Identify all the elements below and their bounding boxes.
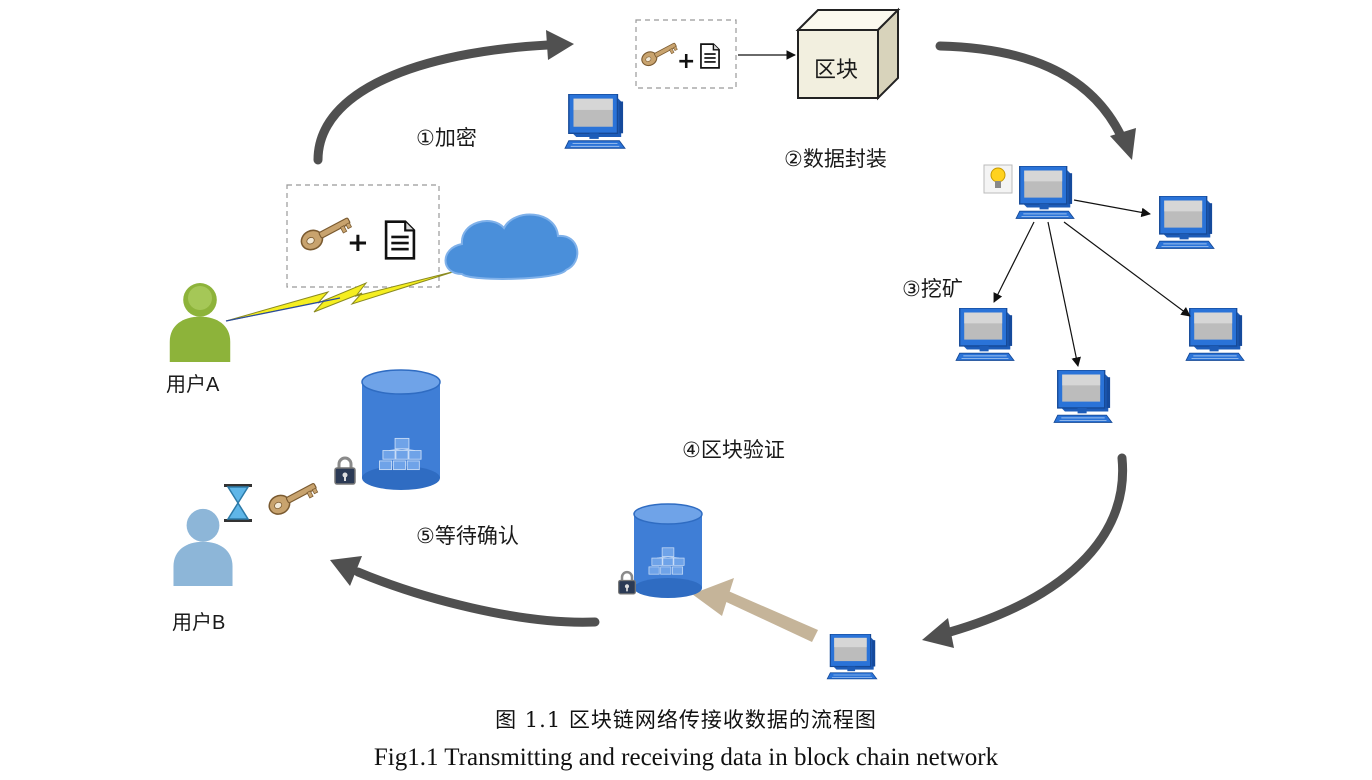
arrow-head-2 (1110, 128, 1136, 160)
database-icon-confirm (361, 369, 441, 490)
computer-icon (1155, 196, 1215, 250)
user-b-icon (173, 508, 233, 586)
caption-english: Fig1.1 Transmitting and receiving data i… (373, 744, 999, 771)
step-mining-label: ③挖矿 (902, 277, 963, 301)
document-icon (384, 220, 416, 260)
step-package-label: ②数据封装 (784, 147, 887, 171)
arrow-verify-flow (945, 453, 1128, 637)
computer-icon (826, 634, 878, 680)
key-icon (297, 211, 355, 255)
caption-chinese: 图 1.1 区块链网络传接收数据的流程图 (495, 708, 877, 732)
lightning-link (225, 270, 457, 322)
block-label: 区块 (814, 58, 859, 83)
encrypted-package-left: + (286, 184, 440, 288)
computer-icon (1015, 166, 1075, 220)
document-icon (700, 43, 720, 69)
cloud-icon (444, 213, 579, 280)
computer-icon (1053, 370, 1113, 424)
step-verify-label: ④区块验证 (682, 438, 785, 462)
padlock-icon (333, 456, 357, 486)
arrow-head-4 (330, 556, 362, 586)
svg-text:+: + (347, 228, 369, 258)
arrow-package-flow (935, 41, 1127, 143)
mining-broadcast-lines (993, 199, 1191, 367)
computer-icon (955, 308, 1015, 362)
arrow-encrypt-flow (313, 40, 553, 165)
arrow-head-1 (546, 30, 574, 60)
arrow-confirm-flow (353, 567, 600, 627)
step-confirm-label: ⑤等待确认 (416, 524, 519, 548)
computer-icon (1185, 308, 1245, 362)
key-icon (638, 38, 680, 68)
verify-arrow (692, 578, 818, 642)
lightbulb-icon (983, 164, 1013, 194)
key-icon (265, 476, 321, 519)
flow-arrowheads (330, 30, 1136, 648)
block-cube-icon (795, 7, 901, 101)
padlock-icon (617, 570, 637, 596)
user-a-label: 用户A (166, 374, 220, 396)
step-encrypt-label: ①加密 (416, 126, 477, 150)
flow-arrows (313, 40, 1128, 637)
svg-text:+: + (677, 49, 695, 74)
computer-icon (564, 94, 626, 149)
hourglass-icon (224, 484, 252, 522)
arrow-head-3 (922, 618, 954, 648)
database-icon-verify (633, 503, 703, 598)
user-b-label: 用户B (172, 612, 226, 634)
encrypted-package-top: + (635, 19, 737, 89)
